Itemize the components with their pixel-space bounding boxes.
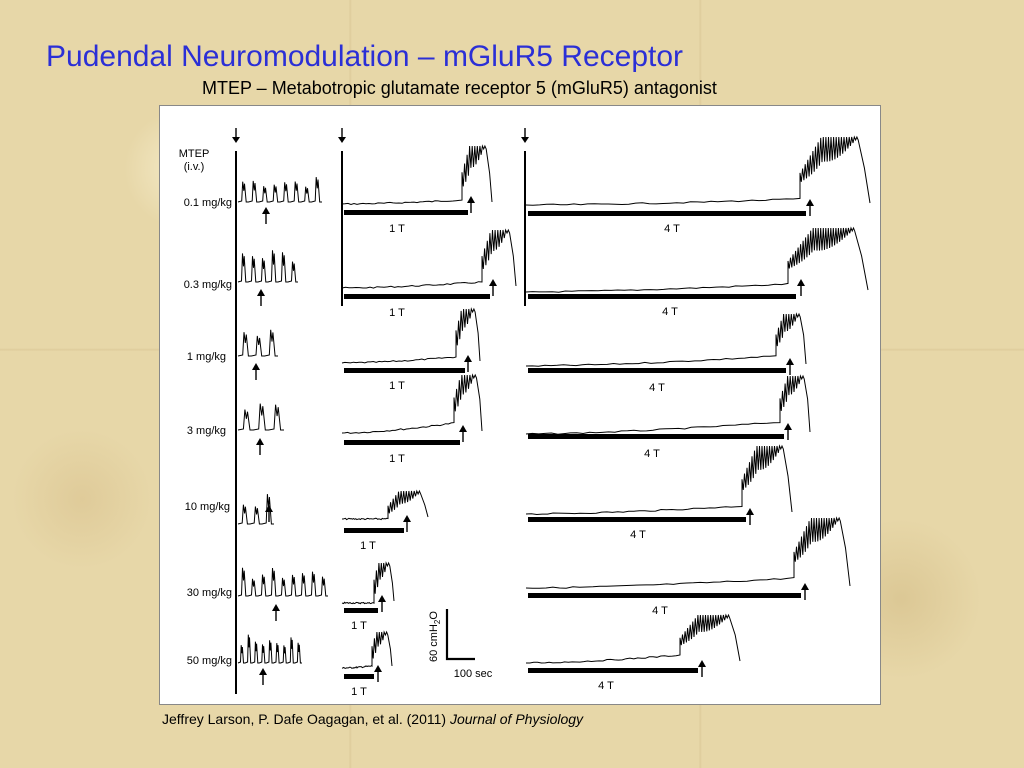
pressure-trace bbox=[525, 444, 793, 516]
arrow-up-icon bbox=[801, 583, 809, 590]
dose-label: 0.1 mg/kg bbox=[184, 197, 232, 209]
scale-pressure-label: 60 cmH2O bbox=[428, 611, 442, 662]
stimulation-bar bbox=[344, 294, 490, 299]
stim-4t-labels: 4 T 4 T 4 T 4 T 4 T 4 T 4 T bbox=[598, 223, 680, 692]
stimulation-bar bbox=[528, 368, 786, 373]
stimulation-bar bbox=[528, 294, 796, 299]
pressure-trace bbox=[237, 403, 284, 431]
arrow-up-icon bbox=[403, 515, 411, 522]
arrow-up-icon bbox=[252, 363, 260, 370]
injection-markers bbox=[232, 128, 529, 694]
pressure-trace bbox=[237, 177, 322, 203]
stimulation-bar bbox=[344, 528, 404, 533]
arrow-up-icon bbox=[746, 508, 754, 515]
stim-label: 4 T bbox=[598, 680, 614, 692]
pressure-trace bbox=[237, 634, 302, 664]
stim-label: 1 T bbox=[360, 540, 376, 552]
stim-label: 4 T bbox=[649, 382, 665, 394]
stim-label: 1 T bbox=[351, 686, 367, 698]
pressure-trace bbox=[341, 630, 393, 669]
arrow-up-icon bbox=[459, 425, 467, 432]
stim-label: 1 T bbox=[389, 307, 405, 319]
cystometrogram-figure: MTEP (i.v.) 0.1 mg/kg 0.3 mg/kg 1 mg/kg … bbox=[159, 105, 881, 705]
pressure-trace bbox=[525, 516, 851, 589]
arrow-up-icon bbox=[806, 199, 814, 206]
stimulation-bar bbox=[344, 210, 468, 215]
dose-label: 30 mg/kg bbox=[187, 587, 232, 599]
stim-label: 4 T bbox=[630, 529, 646, 541]
dose-label: 3 mg/kg bbox=[187, 425, 226, 437]
pressure-trace bbox=[341, 307, 481, 364]
stim-label: 4 T bbox=[644, 448, 660, 460]
pressure-trace bbox=[526, 613, 741, 664]
pressure-traces bbox=[237, 135, 871, 685]
pressure-trace bbox=[525, 374, 811, 435]
pressure-trace bbox=[525, 226, 869, 293]
stim-label: 4 T bbox=[652, 605, 668, 617]
arrow-up-icon bbox=[489, 279, 497, 286]
dose-label: 10 mg/kg bbox=[185, 501, 230, 513]
dose-label: 1 mg/kg bbox=[187, 351, 226, 363]
stim-label: 1 T bbox=[389, 223, 405, 235]
arrow-up-icon bbox=[786, 358, 794, 365]
citation-authors: Jeffrey Larson, P. Dafe Oagagan, et al. … bbox=[162, 711, 450, 727]
stimulation-bar bbox=[528, 593, 801, 598]
arrow-up-icon bbox=[374, 665, 382, 672]
stimulation-bar bbox=[528, 434, 784, 439]
stimulation-bar bbox=[528, 517, 746, 522]
citation-journal: Journal of Physiology bbox=[449, 711, 584, 727]
pressure-trace bbox=[341, 144, 493, 206]
pressure-trace bbox=[342, 489, 429, 521]
slide-subtitle: MTEP – Metabotropic glutamate receptor 5… bbox=[202, 78, 717, 98]
stimulation-bar bbox=[528, 668, 698, 673]
pressure-trace bbox=[341, 373, 483, 434]
scale-bar: 60 cmH2O 100 sec bbox=[428, 609, 493, 680]
drug-label: MTEP bbox=[179, 148, 210, 160]
pressure-trace bbox=[525, 312, 807, 367]
pressure-trace bbox=[341, 561, 395, 605]
arrow-up-icon bbox=[467, 196, 475, 203]
arrow-up-icon bbox=[259, 668, 267, 675]
scale-time-label: 100 sec bbox=[454, 668, 493, 680]
arrow-up-icon bbox=[257, 289, 265, 296]
arrow-up-icon bbox=[784, 423, 792, 430]
arrow-up-icon bbox=[797, 279, 805, 286]
arrow-up-icon bbox=[272, 604, 280, 611]
arrow-up-icon bbox=[256, 438, 264, 445]
figure-svg: MTEP (i.v.) 0.1 mg/kg 0.3 mg/kg 1 mg/kg … bbox=[179, 128, 871, 698]
stim-label: 4 T bbox=[664, 223, 680, 235]
pressure-trace bbox=[341, 228, 517, 289]
arrow-up-icon bbox=[464, 355, 472, 362]
slide-title: Pudendal Neuromodulation – mGluR5 Recept… bbox=[46, 40, 684, 73]
drug-route: (i.v.) bbox=[184, 161, 205, 173]
dose-label: 0.3 mg/kg bbox=[184, 279, 232, 291]
stimulation-bar bbox=[528, 211, 806, 216]
stim-label: 1 T bbox=[351, 620, 367, 632]
pressure-trace bbox=[237, 567, 328, 597]
stimulation-bar bbox=[344, 674, 374, 679]
dose-labels: 0.1 mg/kg 0.3 mg/kg 1 mg/kg 3 mg/kg 10 m… bbox=[184, 197, 232, 667]
arrow-up-icon bbox=[698, 660, 706, 667]
pressure-trace bbox=[525, 135, 871, 206]
pressure-trace bbox=[237, 250, 298, 283]
pressure-trace bbox=[237, 329, 278, 357]
arrow-up-icon bbox=[265, 505, 273, 512]
stim-label: 4 T bbox=[662, 306, 678, 318]
stimulation-bar bbox=[344, 368, 465, 373]
stimulation-bar bbox=[344, 440, 460, 445]
arrow-up-icon bbox=[378, 595, 386, 602]
stim-1t-labels: 1 T 1 T 1 T 1 T 1 T 1 T 1 T bbox=[351, 223, 405, 698]
stim-label: 1 T bbox=[389, 380, 405, 392]
stim-label: 1 T bbox=[389, 453, 405, 465]
dose-label: 50 mg/kg bbox=[187, 655, 232, 667]
citation: Jeffrey Larson, P. Dafe Oagagan, et al. … bbox=[162, 711, 583, 727]
stimulation-bar bbox=[344, 608, 378, 613]
arrow-up-icon bbox=[262, 207, 270, 214]
